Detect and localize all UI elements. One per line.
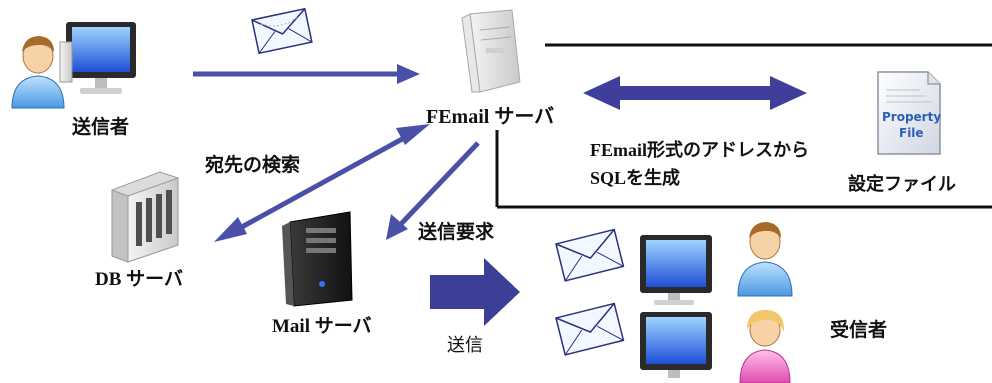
sender-person-icon <box>11 36 65 109</box>
arrow-femail-to-mail <box>386 141 480 240</box>
property-file-icon <box>877 71 941 155</box>
arrow-send <box>430 258 520 326</box>
receivers-label: 受信者 <box>830 319 888 341</box>
search-destination-label: 宛先の検索 <box>205 154 301 176</box>
sender-monitor-icon <box>59 22 136 94</box>
config-double-arrow <box>583 76 807 110</box>
sql-line-1: FEmail形式のアドレスから <box>590 140 809 160</box>
receiver-envelope-icon-1 <box>555 228 625 282</box>
sender-label: 送信者 <box>72 116 130 138</box>
arrow-sender-to-femail <box>193 64 420 84</box>
config-frame <box>495 43 992 209</box>
arrow-femail-db <box>214 124 430 242</box>
config-file-label: 設定ファイル <box>848 174 956 195</box>
sql-line-2: SQLを生成 <box>590 168 681 188</box>
db-server-label: DB サーバ <box>95 269 183 290</box>
property-file-line2: File <box>899 126 924 140</box>
receiver-person-icon-1 <box>737 222 793 297</box>
femail-server-label: FEmail サーバ <box>426 106 555 128</box>
db-server-icon <box>111 171 179 263</box>
send-request-label: 送信要求 <box>418 221 495 243</box>
send-label: 送信 <box>447 335 483 356</box>
mail-server-label: Mail サーバ <box>272 316 372 337</box>
receiver-monitor-icon-1 <box>640 235 712 305</box>
femail-server-icon <box>461 9 521 93</box>
mail-server-icon <box>282 211 353 307</box>
receiver-person-icon-2 <box>739 310 791 383</box>
property-file-line1: Property <box>882 110 942 124</box>
receiver-monitor-icon-2 <box>640 312 712 378</box>
envelope-icon <box>251 7 313 55</box>
receiver-envelope-icon-2 <box>555 302 625 356</box>
